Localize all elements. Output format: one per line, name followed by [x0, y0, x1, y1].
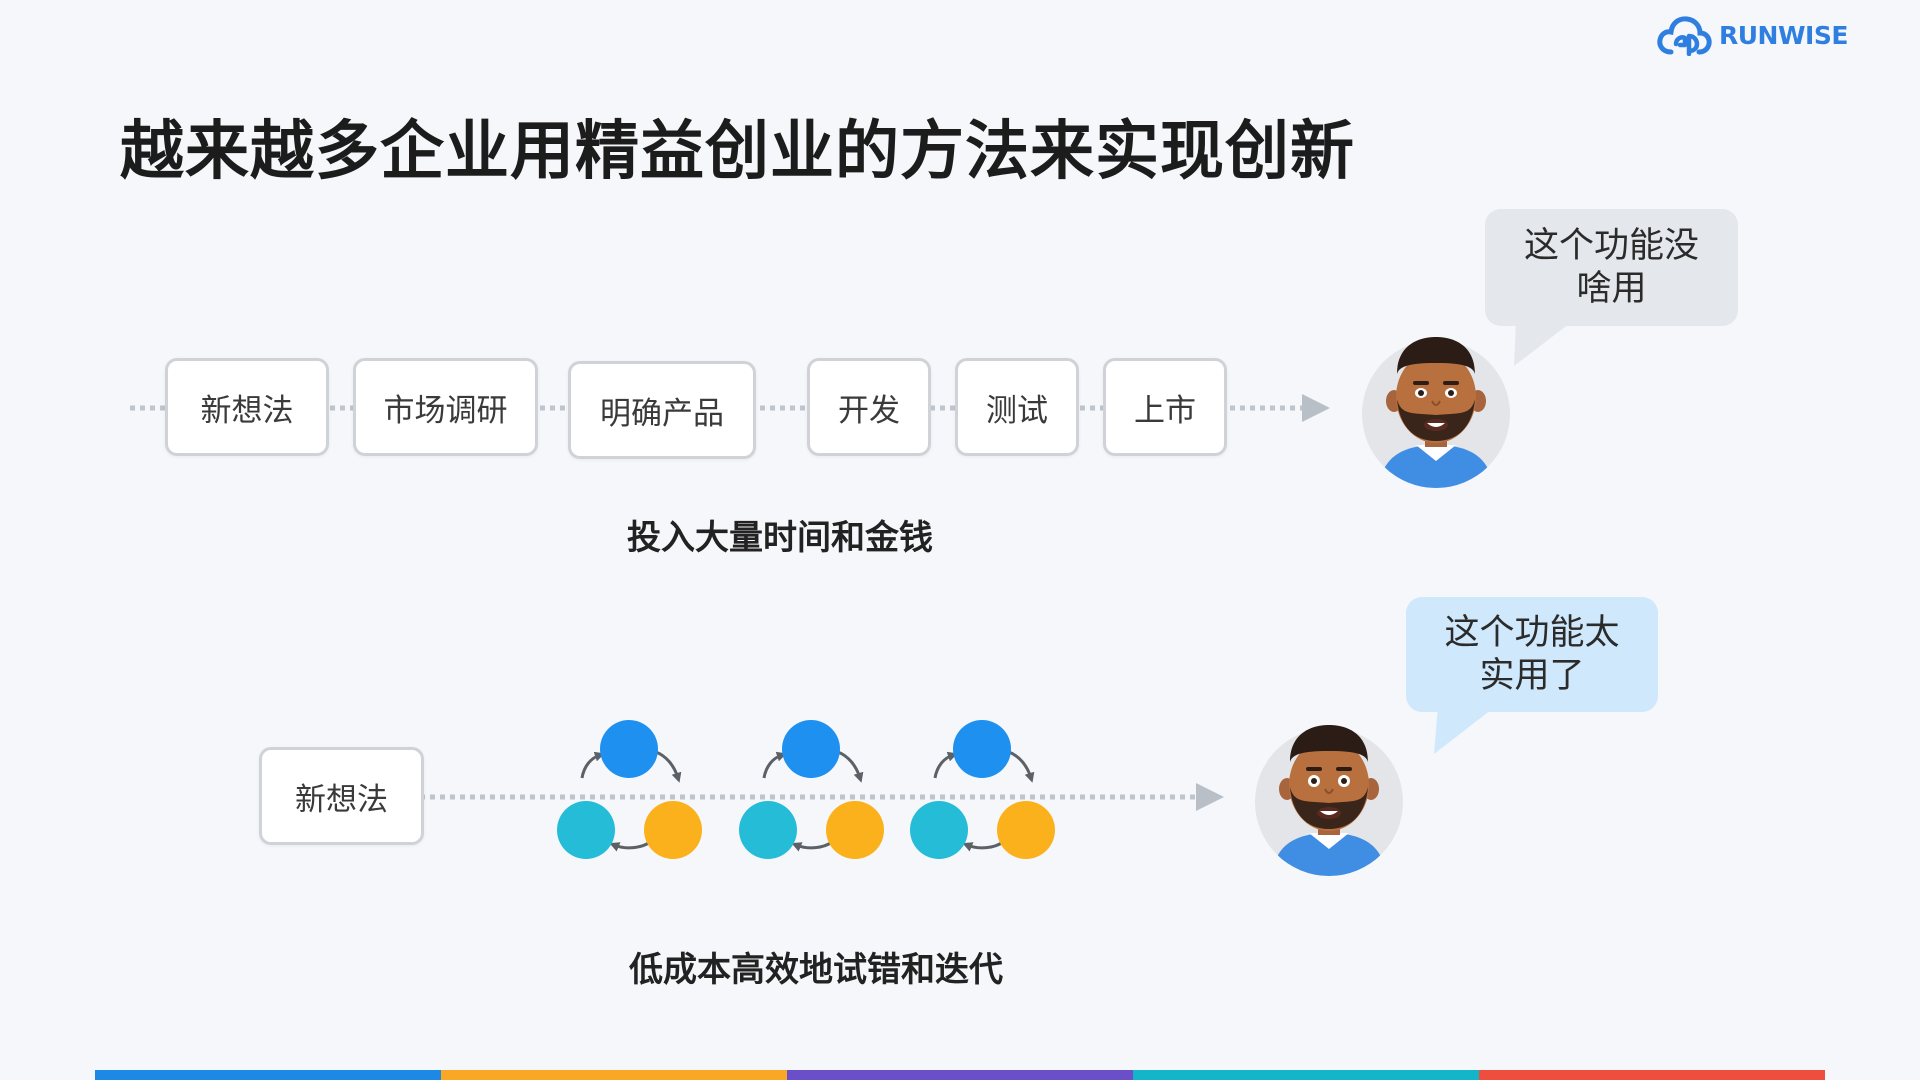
lean-caption: 低成本高效地试错和迭代: [629, 950, 1003, 990]
brand-logo: RUNWISE: [1657, 14, 1848, 56]
footer-bar-orange: [441, 1070, 787, 1080]
step-develop: 开发: [807, 358, 931, 456]
speech-text-positive: 这个功能太实用了: [1444, 612, 1620, 696]
page-title: 越来越多企业用精益创业的方法来实现创新: [120, 115, 1355, 189]
footer-bar-blue: [95, 1070, 441, 1080]
speech-bubble-positive: 这个功能太实用了: [1406, 597, 1658, 712]
cycle-icon: [739, 720, 884, 859]
arrow-right-icon: [1196, 783, 1224, 811]
avatar-icon: [1255, 725, 1403, 876]
arrow-right-icon: [1302, 394, 1330, 422]
avatar-icon: [1362, 337, 1510, 488]
cloud-logo-icon: [1657, 16, 1712, 56]
brand-name: RUNWISE: [1719, 20, 1848, 50]
step-define-product: 明确产品: [568, 361, 756, 459]
footer-bar-purple: [787, 1070, 1133, 1080]
step-new-idea: 新想法: [165, 358, 329, 456]
speech-tail: [1434, 706, 1496, 754]
speech-tail: [1514, 320, 1574, 366]
footer-bar-teal: [1133, 1070, 1479, 1080]
speech-text-negative: 这个功能没啥用: [1523, 225, 1699, 309]
cycle-icon: [557, 720, 702, 859]
speech-bubble-negative: 这个功能没啥用: [1485, 209, 1738, 326]
step-test: 测试: [955, 358, 1079, 456]
lean-start-new-idea: 新想法: [259, 747, 424, 845]
footer-bar-red: [1479, 1070, 1825, 1080]
cycle-icon: [910, 720, 1055, 859]
traditional-caption: 投入大量时间和金钱: [627, 518, 933, 558]
step-launch: 上市: [1103, 358, 1227, 456]
step-market-research: 市场调研: [353, 358, 538, 456]
